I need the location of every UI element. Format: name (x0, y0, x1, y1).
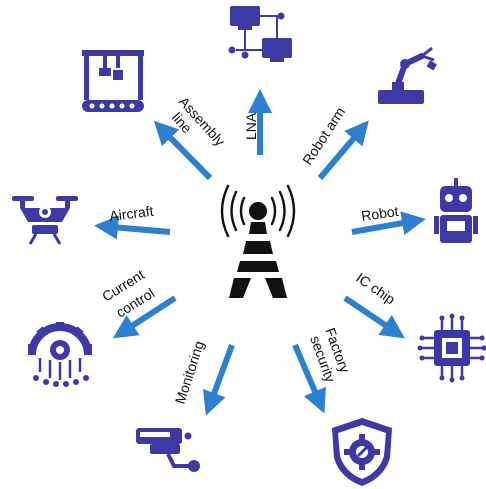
shield-gear-icon (332, 418, 392, 486)
wireless-tower-icon (220, 184, 296, 298)
label-aircraft: Aircraft (108, 203, 154, 224)
robot-icon (434, 178, 478, 243)
arrow-factory-security (292, 343, 326, 414)
label-monitoring: Monitoring (172, 339, 207, 406)
gear-circuit-icon (28, 322, 92, 387)
arrow-current-control (112, 295, 177, 339)
robot-arm-icon (378, 46, 437, 104)
label-robot: Robot (360, 203, 399, 224)
arrow-assembly-line (153, 120, 213, 181)
assembly-line-icon (82, 50, 144, 112)
arrow-aircraft (94, 215, 171, 240)
arrow-robot (351, 211, 426, 235)
label-lna: LNA (243, 112, 259, 140)
arrows (94, 89, 426, 416)
label-ic-chip: IC chip (353, 269, 398, 307)
security-camera-icon (136, 428, 200, 472)
computer-network-icon (228, 6, 292, 62)
drone-icon (12, 196, 78, 245)
arrow-monitoring (202, 343, 235, 416)
chip-icon (417, 313, 486, 383)
arrow-robot-arm (317, 120, 369, 180)
arrow-ic-chip (343, 295, 405, 339)
